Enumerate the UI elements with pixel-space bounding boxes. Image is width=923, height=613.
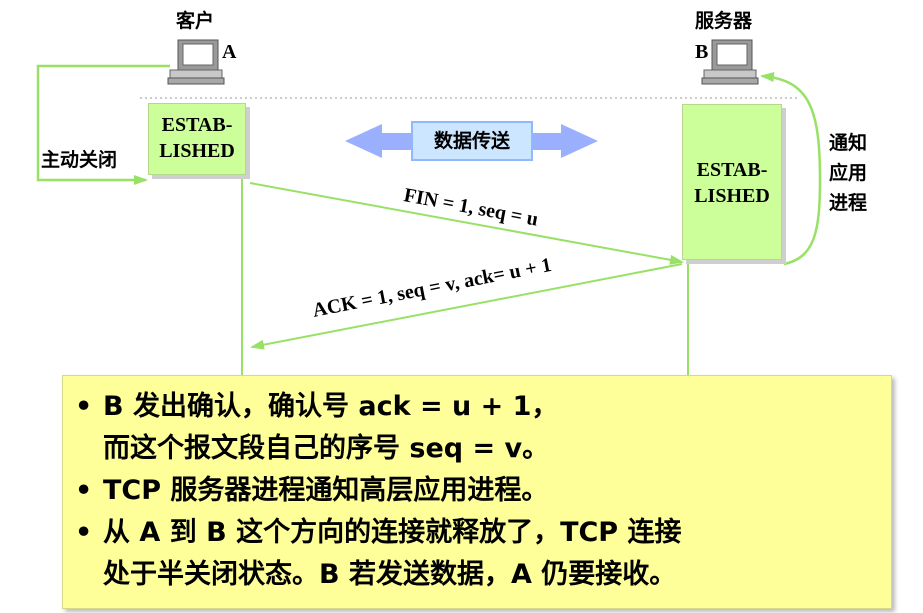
data-transfer-label: 数据传送 <box>411 121 533 161</box>
server-state-line1: ESTAB- <box>696 159 768 181</box>
notify-app-label-line2: 应用 <box>829 162 868 184</box>
note-item: • B 发出确认，确认号 ack = u + 1， 而这个报文段自己的序号 se… <box>71 386 891 470</box>
note-item: • 从 A 到 B 这个方向的连接就释放了，TCP 连接 处于半关闭状态。B 若… <box>71 512 891 596</box>
data-transfer-arrow-right <box>530 124 598 158</box>
active-close-label: 主动关闭 <box>41 149 118 171</box>
client-letter: A <box>222 41 237 63</box>
server-state-box: ESTAB- LISHED <box>682 104 782 260</box>
client-state-line2: LISHED <box>159 140 235 162</box>
client-computer-icon <box>167 39 225 85</box>
active-close-path <box>36 64 170 185</box>
client-state-line1: ESTAB- <box>161 114 233 136</box>
server-letter: B <box>695 41 709 63</box>
notify-app-path <box>760 72 822 266</box>
ack-arrow <box>250 263 683 350</box>
server-computer-icon <box>701 39 759 85</box>
server-state-line2: LISHED <box>694 185 770 207</box>
note-line: TCP 服务器进程通知高层应用进程。 <box>103 475 549 506</box>
client-title: 客户 <box>176 10 215 32</box>
note-line: B 发出确认，确认号 ack = u + 1， <box>103 391 559 422</box>
bullet: • <box>75 391 93 422</box>
notify-app-label-line3: 进程 <box>829 192 868 214</box>
bullet: • <box>75 517 93 548</box>
notes-box: • B 发出确认，确认号 ack = u + 1， 而这个报文段自己的序号 se… <box>62 375 892 609</box>
note-line: 而这个报文段自己的序号 seq = v。 <box>103 433 550 464</box>
notify-app-label-line1: 通知 <box>829 132 868 154</box>
note-line: 从 A 到 B 这个方向的连接就释放了，TCP 连接 <box>103 517 682 548</box>
note-item: • TCP 服务器进程通知高层应用进程。 <box>71 470 891 512</box>
bullet: • <box>75 475 93 506</box>
client-state-box: ESTAB- LISHED <box>148 103 246 175</box>
data-transfer-arrow <box>345 124 411 158</box>
note-line: 处于半关闭状态。B 若发送数据，A 仍要接收。 <box>103 559 677 590</box>
notify-app-label: 通知 应用 进程 <box>829 128 867 218</box>
server-title: 服务器 <box>695 10 753 32</box>
fin-arrow <box>249 182 684 265</box>
